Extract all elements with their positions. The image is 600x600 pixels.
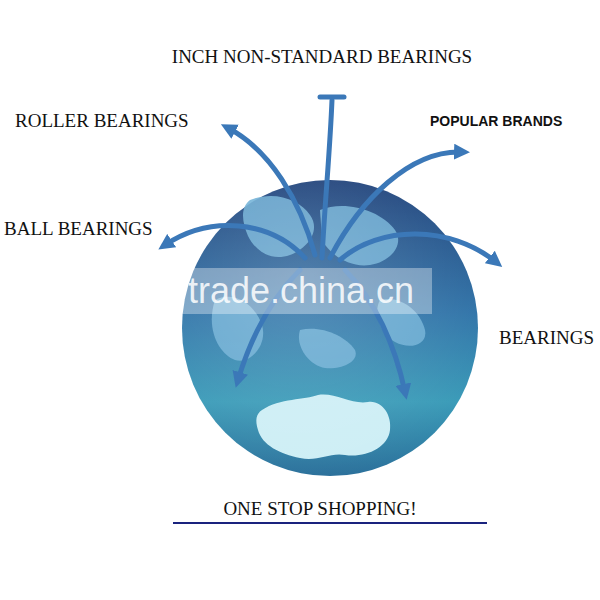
category-label: BALL BEARINGS [4,218,153,240]
category-label: POPULAR BRANDS [430,113,562,129]
category-label: ROLLER BEARINGS [15,110,189,132]
slogan: ONE STOP SHOPPING! [223,498,416,520]
arrows [165,97,496,392]
category-label: INCH NON-STANDARD BEARINGS [172,46,472,68]
watermark: trade.china.cn [188,270,414,312]
watermark-band [170,268,432,314]
underline [173,522,487,524]
category-label: BEARINGS [499,327,594,349]
